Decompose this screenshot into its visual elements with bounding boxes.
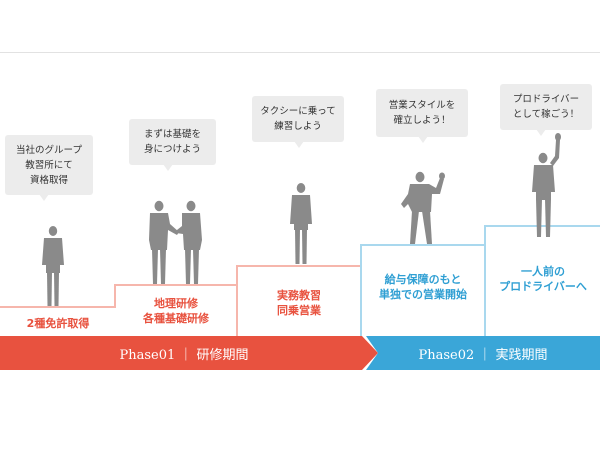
bubble-text: として稼ごう！ [512, 109, 580, 120]
step2-top [114, 284, 238, 286]
step4-top [360, 244, 484, 246]
bubble-text: 確立しよう！ [393, 115, 451, 126]
speech-bubble-step3: タクシーに乗って 練習しよう [252, 96, 344, 148]
step-text: 2種免許取得 [26, 317, 90, 330]
bubble-text: 営業スタイルを [388, 100, 456, 111]
people-handshake-icon [149, 200, 202, 284]
speech-bubble-step1: 当社のグループ 教習所にて 資格取得 [5, 135, 93, 201]
step-text: 同乗営業 [277, 304, 321, 317]
phase-label: Phase02 ｜ 実践期間 [418, 347, 548, 363]
step2-label: 地理研修 各種基礎研修 [116, 296, 236, 326]
step4-label: 給与保障のもと 単独での営業開始 [362, 272, 484, 302]
speech-bubble-step5: プロドライバー として稼ごう！ [500, 84, 592, 136]
person-standing-icon [42, 226, 64, 306]
bubble-text: まずは基礎を [143, 129, 201, 140]
bubble-text: 身につけよう [143, 144, 201, 155]
bubble-text: プロドライバー [512, 94, 580, 105]
step-text: 各種基礎研修 [143, 312, 209, 325]
step-text: 実務教習 [277, 289, 321, 302]
bubble-text: 資格取得 [29, 174, 68, 186]
step5-riser [484, 225, 486, 336]
bubble-text: 練習しよう [274, 121, 322, 132]
step5-label: 一人前の プロドライバーへ [486, 264, 600, 294]
phase-label: Phase01 ｜ 研修期間 [119, 347, 249, 363]
step1-label: 2種免許取得 [0, 316, 116, 331]
bubble-text: 教習所にて [25, 159, 73, 171]
phase-training-banner: Phase01 ｜ 研修期間 [0, 336, 378, 370]
step-text: 地理研修 [154, 297, 198, 310]
step3-riser [236, 265, 238, 337]
step2-riser [114, 284, 116, 308]
step-text: 給与保障のもと [384, 273, 462, 286]
bubble-text: タクシーに乗って [260, 106, 336, 117]
step3-top [236, 265, 360, 267]
person-arm-raised-icon [532, 133, 561, 237]
step4-riser [360, 244, 362, 336]
step1-top [0, 306, 116, 308]
speech-bubble-step4: 営業スタイルを 確立しよう！ [376, 89, 468, 143]
step3-label: 実務教習 同乗営業 [238, 288, 360, 318]
person-fist-pump-icon [401, 171, 445, 244]
step5-top [484, 225, 600, 227]
step-text: 単独での営業開始 [379, 288, 467, 301]
bubble-text: 当社のグループ [16, 144, 82, 156]
step-text: プロドライバーへ [499, 280, 587, 293]
person-standing-icon [290, 183, 312, 264]
speech-bubble-step2: まずは基礎を 身につけよう [129, 119, 216, 171]
phase-practice-banner: Phase02 ｜ 実践期間 [366, 336, 600, 370]
step-text: 一人前の [521, 265, 565, 278]
top-divider [0, 52, 600, 53]
